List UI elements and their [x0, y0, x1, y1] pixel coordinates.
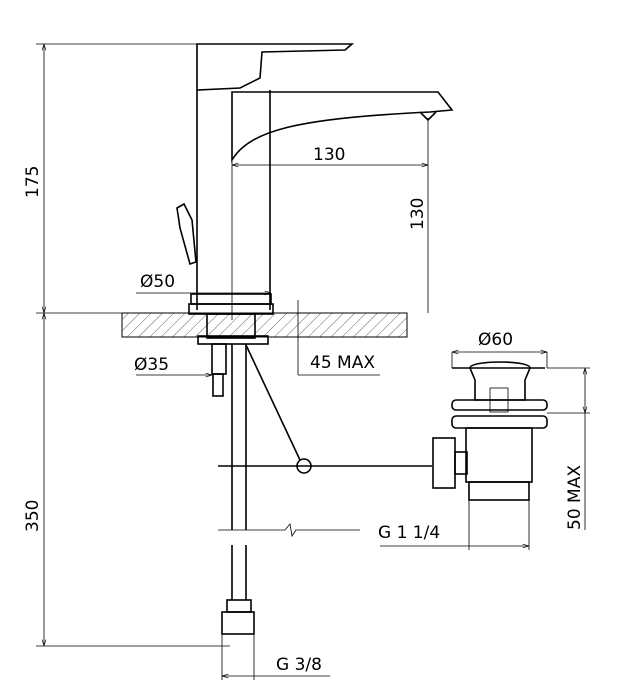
waste-thread-label: G 1 1/4 [378, 523, 440, 543]
hole-diameter-label: Ø35 [134, 355, 169, 375]
waste-height-label: 50 MAX [565, 465, 585, 530]
dimension-lines [36, 43, 590, 680]
hose-length-label: 350 [23, 500, 43, 532]
base-diameter-label: Ø50 [140, 272, 175, 292]
waste-diameter-label: Ø60 [478, 330, 513, 350]
pop-up-waste [432, 361, 548, 501]
inlet-thread-label: G 3/8 [276, 655, 322, 675]
tap-height-label: 175 [23, 166, 43, 198]
countertop [121, 312, 408, 338]
deck-thickness-label: 45 MAX [310, 353, 375, 373]
spout-height-label: 130 [408, 198, 428, 230]
faucet-body [176, 43, 454, 635]
spout-reach-label: 130 [313, 145, 345, 165]
